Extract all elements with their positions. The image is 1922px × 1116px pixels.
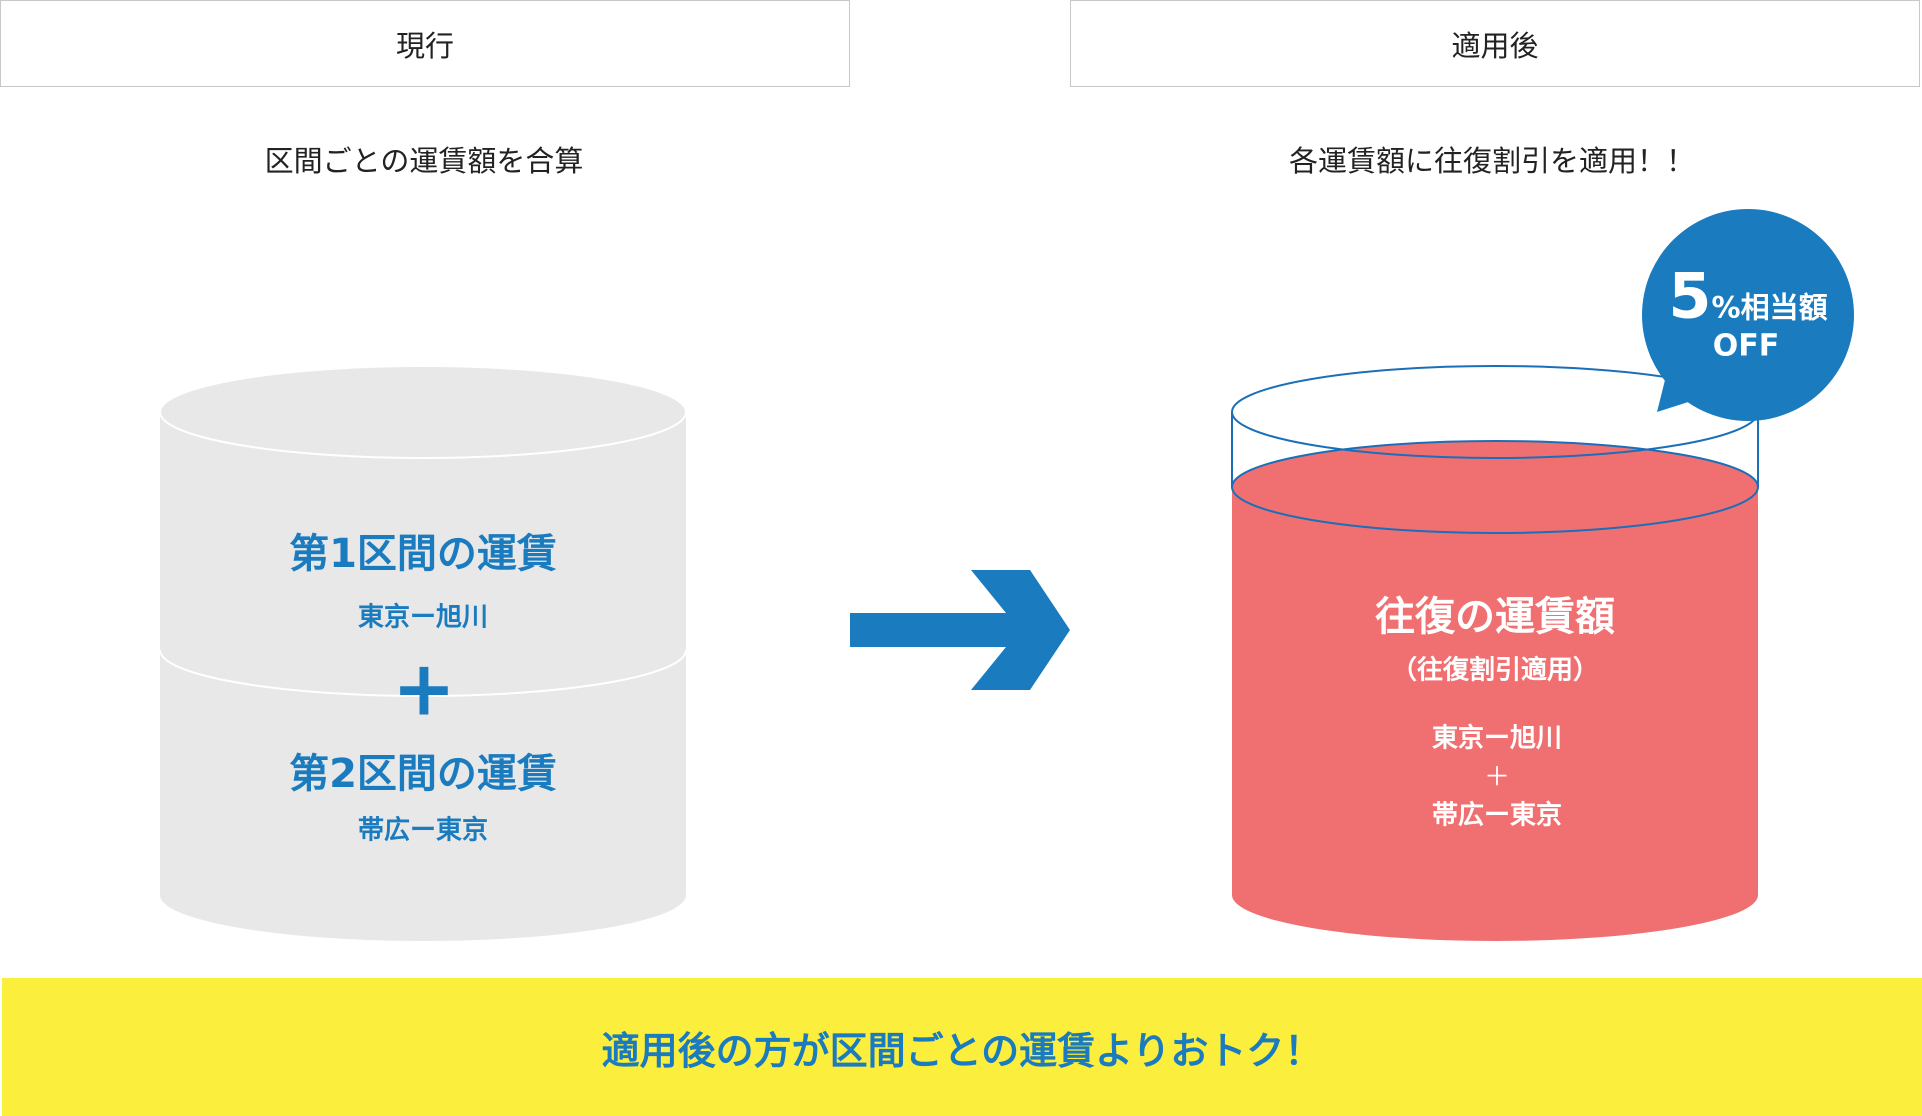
subtitle-after: 各運賃額に往復割引を適用！！ [1288, 144, 1696, 178]
roundtrip-note: （往復割引適用） [1390, 655, 1600, 686]
arrow-right-icon [850, 570, 1070, 690]
roundtrip-title: 往復の運賃額 [1375, 594, 1615, 640]
bubble-off: OFF [1712, 328, 1780, 364]
header-current: 現行 [0, 0, 850, 87]
summary-banner: 適用後の方が区間ごとの運賃よりおトク！ [2, 978, 1922, 1116]
roundtrip-route1: 東京ー旭川 [1431, 723, 1563, 754]
summary-banner-text: 適用後の方が区間ごとの運賃よりおトク！ [601, 1028, 1323, 1073]
right-cylinder [1231, 365, 1759, 941]
plus-icon: + [392, 643, 456, 733]
section2-route: 帯広ー東京 [357, 815, 489, 846]
subtitle-current: 区間ごとの運賃額を合算 [264, 144, 584, 178]
section1-title: 第1区間の運賃 [289, 531, 557, 577]
bubble-percent: 5 [1668, 259, 1712, 333]
header-after: 適用後 [1070, 0, 1920, 87]
left-cylinder [159, 365, 687, 941]
header-after-label: 適用後 [1451, 28, 1539, 63]
roundtrip-route2: 帯広ー東京 [1431, 800, 1563, 831]
section2-title: 第2区間の運賃 [289, 751, 557, 797]
bubble-suffix: %相当額 [1711, 290, 1828, 325]
cylinder-divider [159, 649, 687, 697]
header-current-label: 現行 [395, 28, 454, 63]
discount-bubble [1642, 209, 1854, 421]
bubble-text: 5%相当額 [1668, 260, 1827, 333]
section1-route: 東京ー旭川 [357, 602, 489, 633]
roundtrip-plus: ＋ [1483, 762, 1511, 793]
